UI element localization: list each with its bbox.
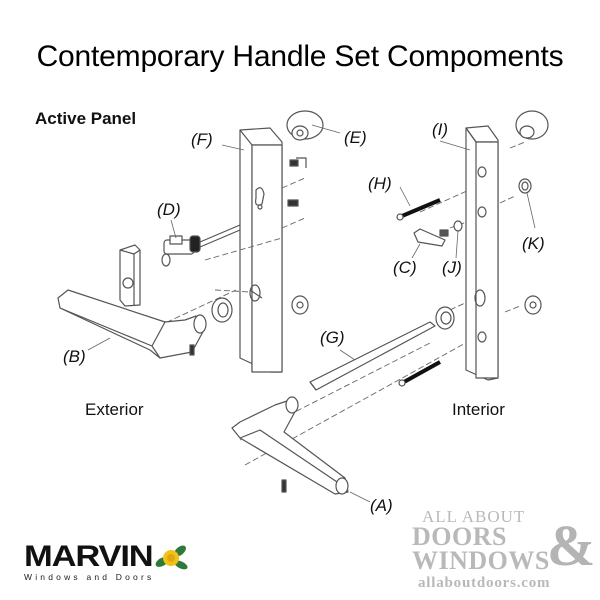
rose-E (286, 110, 324, 141)
part-label-A: (A) (370, 496, 393, 515)
page-title: Contemporary Handle Set Compoments (36, 40, 564, 73)
part-label-G: (G) (320, 328, 345, 347)
part-label-H: (H) (368, 174, 392, 193)
lever-B (57, 289, 207, 359)
watermark-line-1: ALL ABOUT (422, 507, 526, 526)
part-label-B: (B) (63, 347, 86, 366)
turn-C (413, 228, 449, 247)
screws-near-F (287, 157, 307, 207)
part-label-C: (C) (393, 258, 417, 277)
part-label-D: (D) (157, 200, 181, 219)
marvin-tagline: Windows and Doors (24, 572, 155, 582)
ampersand: & (547, 513, 596, 578)
rose-icon (155, 545, 188, 570)
watermark-url: allaboutdoors.com (418, 575, 551, 591)
spindle-G (309, 321, 436, 391)
interior-rose (515, 110, 549, 140)
watermark-line-2: DOORS (412, 522, 507, 551)
interior-plate-I (465, 125, 499, 381)
part-label-F: (F) (191, 130, 213, 149)
active-panel-heading: Active Panel (35, 109, 137, 128)
screw-H (396, 198, 441, 221)
lever-A (231, 396, 349, 495)
exterior-label: Exterior (85, 400, 144, 419)
interior-label: Interior (452, 400, 505, 419)
cylinder-D (161, 224, 241, 267)
exterior-plate-F (239, 127, 283, 373)
escutcheon (119, 244, 141, 307)
part-label-E: (E) (344, 128, 367, 147)
watermark-line-3: WINDOWS (412, 546, 550, 575)
allaboutdoors-watermark: & ALL ABOUT DOORS WINDOWS allaboutdoors.… (412, 507, 595, 593)
marvin-wordmark: MARVIN (24, 540, 154, 573)
part-label-K: (K) (522, 234, 545, 253)
marvin-logo: MARVIN Windows and Doors (24, 540, 188, 582)
part-label-I: (I) (432, 120, 449, 139)
part-label-J: (J) (442, 258, 462, 277)
